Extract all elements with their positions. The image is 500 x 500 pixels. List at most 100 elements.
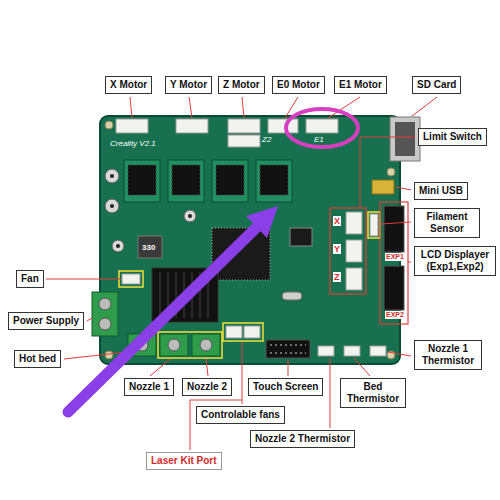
motor-connector [268, 119, 298, 133]
capacitor [110, 204, 114, 208]
callout-label: Bed Thermistor [345, 381, 401, 405]
motor-connector [116, 119, 148, 133]
driver-heatsink [260, 165, 288, 195]
callout-label: LCD Displayer (Exp1,Exp2) [419, 249, 491, 273]
callout-label: Hot bed [19, 353, 56, 365]
leader-line [408, 262, 411, 263]
leader-line [330, 358, 331, 428]
callout-box: Nozzle 1 Thermistor [414, 340, 482, 370]
header-label: EXP2 [385, 311, 405, 319]
callout-box: Fan [16, 270, 44, 288]
callout-box: E1 Motor [334, 76, 387, 94]
endstop-label: Z [333, 272, 341, 282]
callout-label: Mini USB [419, 185, 463, 197]
inductor [138, 236, 162, 258]
screw-terminal [160, 334, 188, 356]
crystal [282, 292, 302, 300]
motor-connector [176, 119, 208, 133]
motor-connector [228, 119, 260, 133]
terminal-screw [99, 298, 111, 310]
callout-box: LCD Displayer (Exp1,Exp2) [414, 246, 496, 276]
mini-usb-port [372, 180, 394, 194]
endstop-label: Y [333, 244, 341, 254]
leader-line [388, 352, 411, 356]
capacitor [105, 199, 119, 213]
callout-label: Y Motor [170, 79, 207, 91]
callout-label: E1 Motor [339, 79, 382, 91]
silkscreen-label: Z2 [262, 135, 271, 144]
highlight-box [158, 332, 222, 358]
terminal-screw [168, 339, 180, 351]
thermistor-connector [344, 346, 360, 356]
header-pins [270, 345, 306, 353]
callout-box: Nozzle 2 Thermistor [250, 430, 355, 448]
callout-label: Nozzle 2 Thermistor [255, 433, 350, 445]
stepper-driver [256, 160, 292, 202]
stepper-driver [168, 160, 204, 202]
capacitor [105, 169, 119, 183]
driver-heatsink [128, 165, 156, 195]
highlight-box [330, 208, 366, 294]
callout-box: Hot bed [14, 350, 61, 368]
capacitor [184, 210, 196, 222]
callout-label: E0 Motor [277, 79, 320, 91]
pointer-arrowhead [246, 206, 278, 238]
screw-terminal [192, 334, 220, 356]
callout-label: Fan [21, 273, 39, 285]
callout-label: Filament Sensor [419, 211, 475, 235]
callout-label: X Motor [110, 79, 147, 91]
callout-label: Z Motor [223, 79, 260, 91]
driver-heatsink [172, 165, 200, 195]
leader-line [130, 97, 132, 118]
highlight-box [223, 323, 263, 341]
callout-box: Limit Switch [418, 128, 487, 146]
leader-lines [46, 97, 437, 450]
fan-connector [122, 274, 140, 284]
callout-box: Y Motor [165, 76, 212, 94]
terminal-screw [99, 318, 111, 330]
callout-label: Nozzle 1 [129, 381, 169, 393]
callout-box: Nozzle 2 [182, 378, 232, 396]
motor-connector [306, 119, 338, 133]
exp-header [384, 206, 404, 252]
callout-label: Nozzle 1 Thermistor [419, 343, 477, 367]
highlight-box [380, 202, 408, 324]
thermistor-connector [318, 346, 334, 356]
mounting-hole [105, 351, 113, 359]
component-marking: 330 [142, 243, 155, 252]
callout-box: SD Card [412, 76, 461, 94]
sd-card-slot [395, 122, 415, 156]
mounting-hole [387, 168, 395, 176]
callout-box: Bed Thermistor [340, 378, 406, 408]
callout-label: Limit Switch [423, 131, 482, 143]
callout-label: SD Card [417, 79, 456, 91]
leader-line [87, 318, 92, 321]
leader-line [150, 359, 170, 376]
leader-line [396, 187, 411, 190]
endstop-label: X [333, 216, 341, 226]
leader-line [206, 359, 208, 376]
stepper-driver [124, 160, 160, 202]
leader-line [412, 97, 437, 116]
capacitor [110, 174, 114, 178]
capacitor [116, 244, 120, 248]
callout-box: Mini USB [414, 182, 468, 200]
leader-line [189, 97, 192, 118]
header-label: EXP1 [385, 253, 405, 261]
touch-screen-header [266, 340, 310, 358]
callout-box: E0 Motor [272, 76, 325, 94]
highlight-ellipse [286, 109, 358, 147]
exp-header [384, 266, 404, 310]
sd-card-slot [390, 117, 420, 161]
stepper-driver [212, 160, 248, 202]
chip [290, 228, 312, 246]
highlight-box [119, 271, 143, 287]
leader-line [288, 360, 289, 376]
endstop-connector [346, 268, 362, 290]
callout-label: Laser Kit Port [151, 455, 217, 467]
leader-line [242, 342, 243, 404]
silkscreen-label: E1 [314, 135, 324, 144]
leader-line [354, 358, 370, 376]
thermistor-connector [370, 346, 386, 356]
motor-connector [228, 135, 260, 147]
